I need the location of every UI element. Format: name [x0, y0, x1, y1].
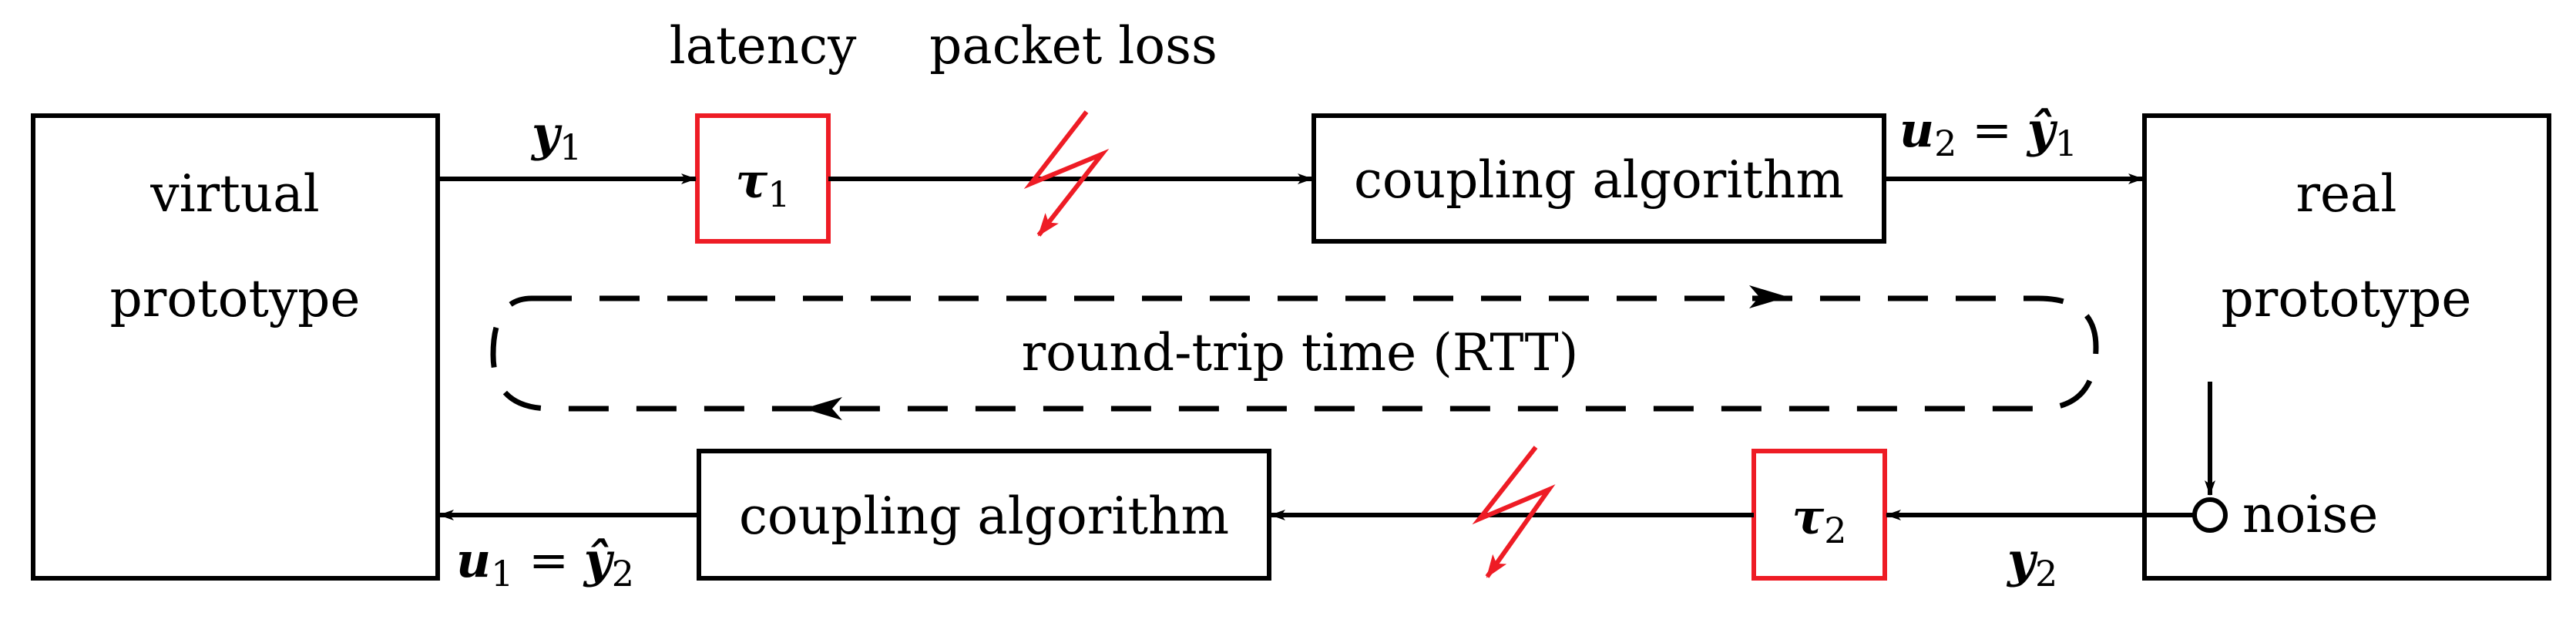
u1-lhs: u [456, 532, 491, 588]
tau2-subscript: 2 [1824, 510, 1846, 551]
real-prototype-label-line1: real [2296, 164, 2396, 224]
signal-u2-label: u2 = ŷ1 [1899, 102, 2077, 164]
delay-tau2-block: τ2 [1751, 449, 1887, 581]
coupling-algorithm-top-label: coupling algorithm [1354, 150, 1844, 210]
noise-label: noise [2242, 485, 2378, 544]
tau2-symbol: τ [1792, 489, 1825, 545]
rtt-loop [490, 295, 2099, 412]
rtt-arrow-left [804, 397, 842, 420]
u2-rhs-sub: 1 [2055, 123, 2077, 164]
rtt-arrow-right [1749, 285, 1788, 308]
rtt-label: round-trip time (RTT) [1022, 323, 1579, 382]
u2-rhs: ŷ [2026, 102, 2058, 158]
real-prototype-block: real prototype [2142, 113, 2551, 581]
lightning-icon-top [1023, 110, 1110, 237]
u1-lhs-sub: 1 [491, 553, 513, 594]
coupling-algorithm-bottom-block: coupling algorithm [697, 449, 1271, 581]
packet-loss-label: packet loss [929, 16, 1217, 76]
virtual-prototype-block: virtual prototype [31, 113, 440, 581]
y1-symbol: y [530, 106, 563, 162]
y2-symbol: y [2006, 532, 2038, 588]
virtual-prototype-label-line1: virtual [149, 164, 319, 224]
noise-summing-node [2192, 497, 2228, 533]
signal-y2-label: y2 [2006, 532, 2057, 594]
y2-subscript: 2 [2035, 553, 2057, 594]
real-prototype-label-line2: prototype [2222, 269, 2472, 328]
u2-equals: = [1956, 102, 2027, 158]
coupling-algorithm-bottom-label: coupling algorithm [739, 487, 1229, 546]
u1-rhs: ŷ [583, 532, 615, 588]
virtual-prototype-label-line2: prototype [110, 269, 361, 328]
signal-u1-label: u1 = ŷ2 [456, 532, 634, 594]
y1-subscript: 1 [559, 126, 582, 168]
tau1-symbol: τ [736, 153, 768, 209]
u2-lhs: u [1899, 102, 1934, 158]
lightning-icon-bottom [1472, 446, 1556, 578]
coupling-algorithm-top-block: coupling algorithm [1312, 113, 1886, 244]
delay-tau1-block: τ1 [695, 113, 831, 244]
u1-equals: = [513, 532, 583, 588]
signal-y1-label: y1 [530, 106, 582, 168]
u1-rhs-sub: 2 [612, 553, 634, 594]
latency-label: latency [670, 16, 858, 76]
u2-lhs-sub: 2 [1934, 123, 1956, 164]
svg-text:τ2: τ2 [1792, 489, 1847, 551]
tau1-subscript: 1 [767, 173, 790, 215]
svg-text:τ1: τ1 [736, 153, 791, 215]
